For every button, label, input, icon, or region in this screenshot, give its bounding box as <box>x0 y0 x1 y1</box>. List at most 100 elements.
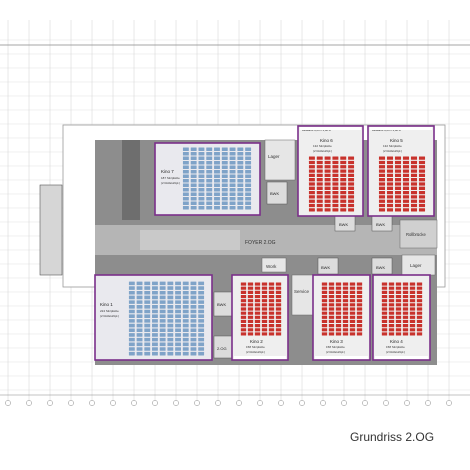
seat-kino4 <box>388 286 395 290</box>
seat-kino6 <box>348 173 355 178</box>
seat-kino1 <box>136 347 143 351</box>
seat-kino1 <box>182 309 189 314</box>
seat-kino4 <box>381 307 388 311</box>
seat-kino1 <box>152 286 158 290</box>
seat-kino7 <box>182 197 189 201</box>
seat-kino1 <box>152 295 158 300</box>
seat-kino1 <box>136 342 143 347</box>
seat-kino4 <box>388 307 395 311</box>
escalator-void <box>122 140 140 220</box>
seat-kino1 <box>144 333 151 337</box>
seat-kino1 <box>190 300 197 304</box>
seat-kino6 <box>340 199 347 203</box>
seat-kino1 <box>175 328 181 332</box>
seat-kino7 <box>237 161 244 165</box>
seat-kino3 <box>356 286 363 290</box>
seat-kino1 <box>152 309 158 314</box>
seat-kino1 <box>182 351 189 356</box>
seat-kino7 <box>237 197 244 201</box>
seat-kino7 <box>182 170 189 174</box>
seat-kino5 <box>386 208 394 212</box>
seat-kino2 <box>254 311 261 315</box>
seat-kino7 <box>198 170 205 174</box>
seat-kino3 <box>342 319 349 324</box>
hall-kino5-seats: 132 Sitzplätze <box>383 144 402 148</box>
seat-kino1 <box>152 337 158 342</box>
seat-kino2 <box>268 328 275 332</box>
seat-kino7 <box>190 206 197 210</box>
seat-kino6 <box>340 203 347 208</box>
booth-kino7-label: BWK <box>270 191 279 196</box>
seat-kino1 <box>128 323 135 328</box>
seat-kino6 <box>308 178 315 182</box>
seat-kino1 <box>136 300 143 304</box>
seat-kino1 <box>175 342 181 347</box>
seat-kino4 <box>416 315 423 319</box>
seat-kino3 <box>328 332 335 336</box>
seat-kino3 <box>328 290 335 294</box>
seat-kino6 <box>316 208 323 212</box>
seat-kino6 <box>308 186 315 190</box>
grid-axis-marker <box>89 400 95 406</box>
seat-kino3 <box>335 328 342 332</box>
seat-kino1 <box>128 337 135 342</box>
booth-kino1-label: BWK <box>217 302 226 307</box>
seat-kino4 <box>402 324 409 328</box>
seat-kino7 <box>229 161 236 165</box>
seat-kino1 <box>152 333 158 337</box>
seat-kino7 <box>229 188 236 192</box>
seat-kino3 <box>321 324 328 328</box>
seat-kino1 <box>182 281 189 286</box>
seat-kino3 <box>349 282 356 286</box>
seat-kino1 <box>175 300 181 304</box>
seat-kino3 <box>356 299 363 303</box>
seat-kino5 <box>402 182 410 186</box>
seat-kino2 <box>240 286 247 290</box>
seat-kino2 <box>275 328 282 332</box>
seat-kino4 <box>416 286 423 290</box>
seat-kino1 <box>190 281 197 286</box>
seat-kino7 <box>198 188 205 192</box>
seat-kino2 <box>261 299 268 303</box>
seat-kino3 <box>342 282 349 286</box>
seat-kino3 <box>342 315 349 319</box>
seat-kino4 <box>381 294 388 299</box>
seat-kino4 <box>409 311 416 315</box>
seat-kino1 <box>152 347 158 351</box>
seat-kino3 <box>328 294 335 299</box>
seat-kino3 <box>335 319 342 324</box>
seat-kino7 <box>221 197 228 201</box>
seat-kino1 <box>175 290 181 295</box>
seat-kino6 <box>332 182 339 186</box>
seat-kino3 <box>321 303 328 307</box>
seat-kino6 <box>348 208 355 212</box>
seat-kino6 <box>308 208 315 212</box>
seat-kino2 <box>247 319 254 324</box>
seat-kino2 <box>240 324 247 328</box>
seat-kino6 <box>340 160 347 165</box>
foyer-label: FOYER 2.OG <box>245 240 276 246</box>
seat-kino2 <box>254 299 261 303</box>
seat-kino5 <box>410 195 418 199</box>
seat-kino2 <box>275 286 282 290</box>
seat-kino3 <box>321 299 328 303</box>
screen-kino3 <box>315 356 368 359</box>
seat-kino4 <box>388 299 395 303</box>
seat-kino6 <box>308 160 315 165</box>
seat-kino1 <box>190 337 197 342</box>
seat-kino4 <box>402 315 409 319</box>
seat-kino3 <box>356 294 363 299</box>
seat-kino6 <box>324 169 331 173</box>
screen-kino6 <box>300 127 361 130</box>
seat-kino1 <box>152 319 158 323</box>
seat-kino2 <box>240 303 247 307</box>
seat-kino1 <box>190 305 197 309</box>
seat-kino7 <box>190 183 197 187</box>
seat-kino4 <box>381 311 388 315</box>
seat-kino4 <box>381 303 388 307</box>
seat-kino1 <box>136 281 143 286</box>
seat-kino5 <box>394 156 402 160</box>
seat-kino7 <box>229 179 236 183</box>
seat-kino2 <box>254 332 261 336</box>
seat-kino1 <box>144 290 151 295</box>
